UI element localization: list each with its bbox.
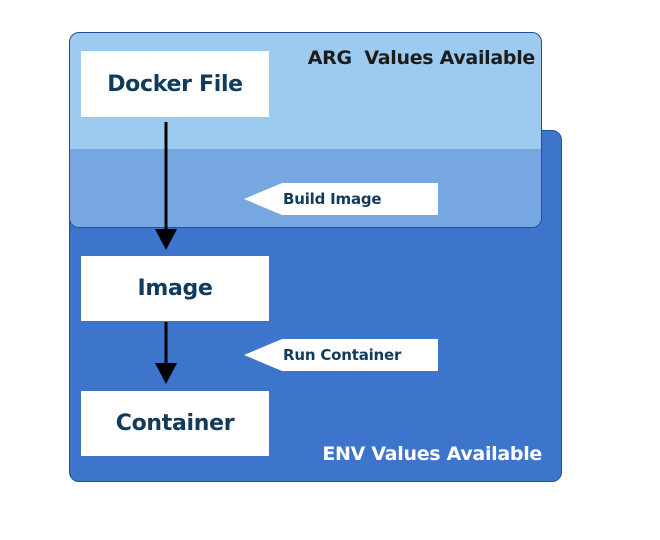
- docker-file-node: Docker File: [81, 51, 269, 117]
- env-values-label: ENV Values Available: [322, 443, 542, 465]
- image-node: Image: [81, 256, 269, 321]
- run-container-step-label: Run Container: [244, 339, 438, 371]
- container-node: Container: [81, 391, 269, 456]
- build-image-step-label: Build Image: [244, 183, 438, 215]
- arg-values-label: ARG Values Available: [307, 47, 536, 69]
